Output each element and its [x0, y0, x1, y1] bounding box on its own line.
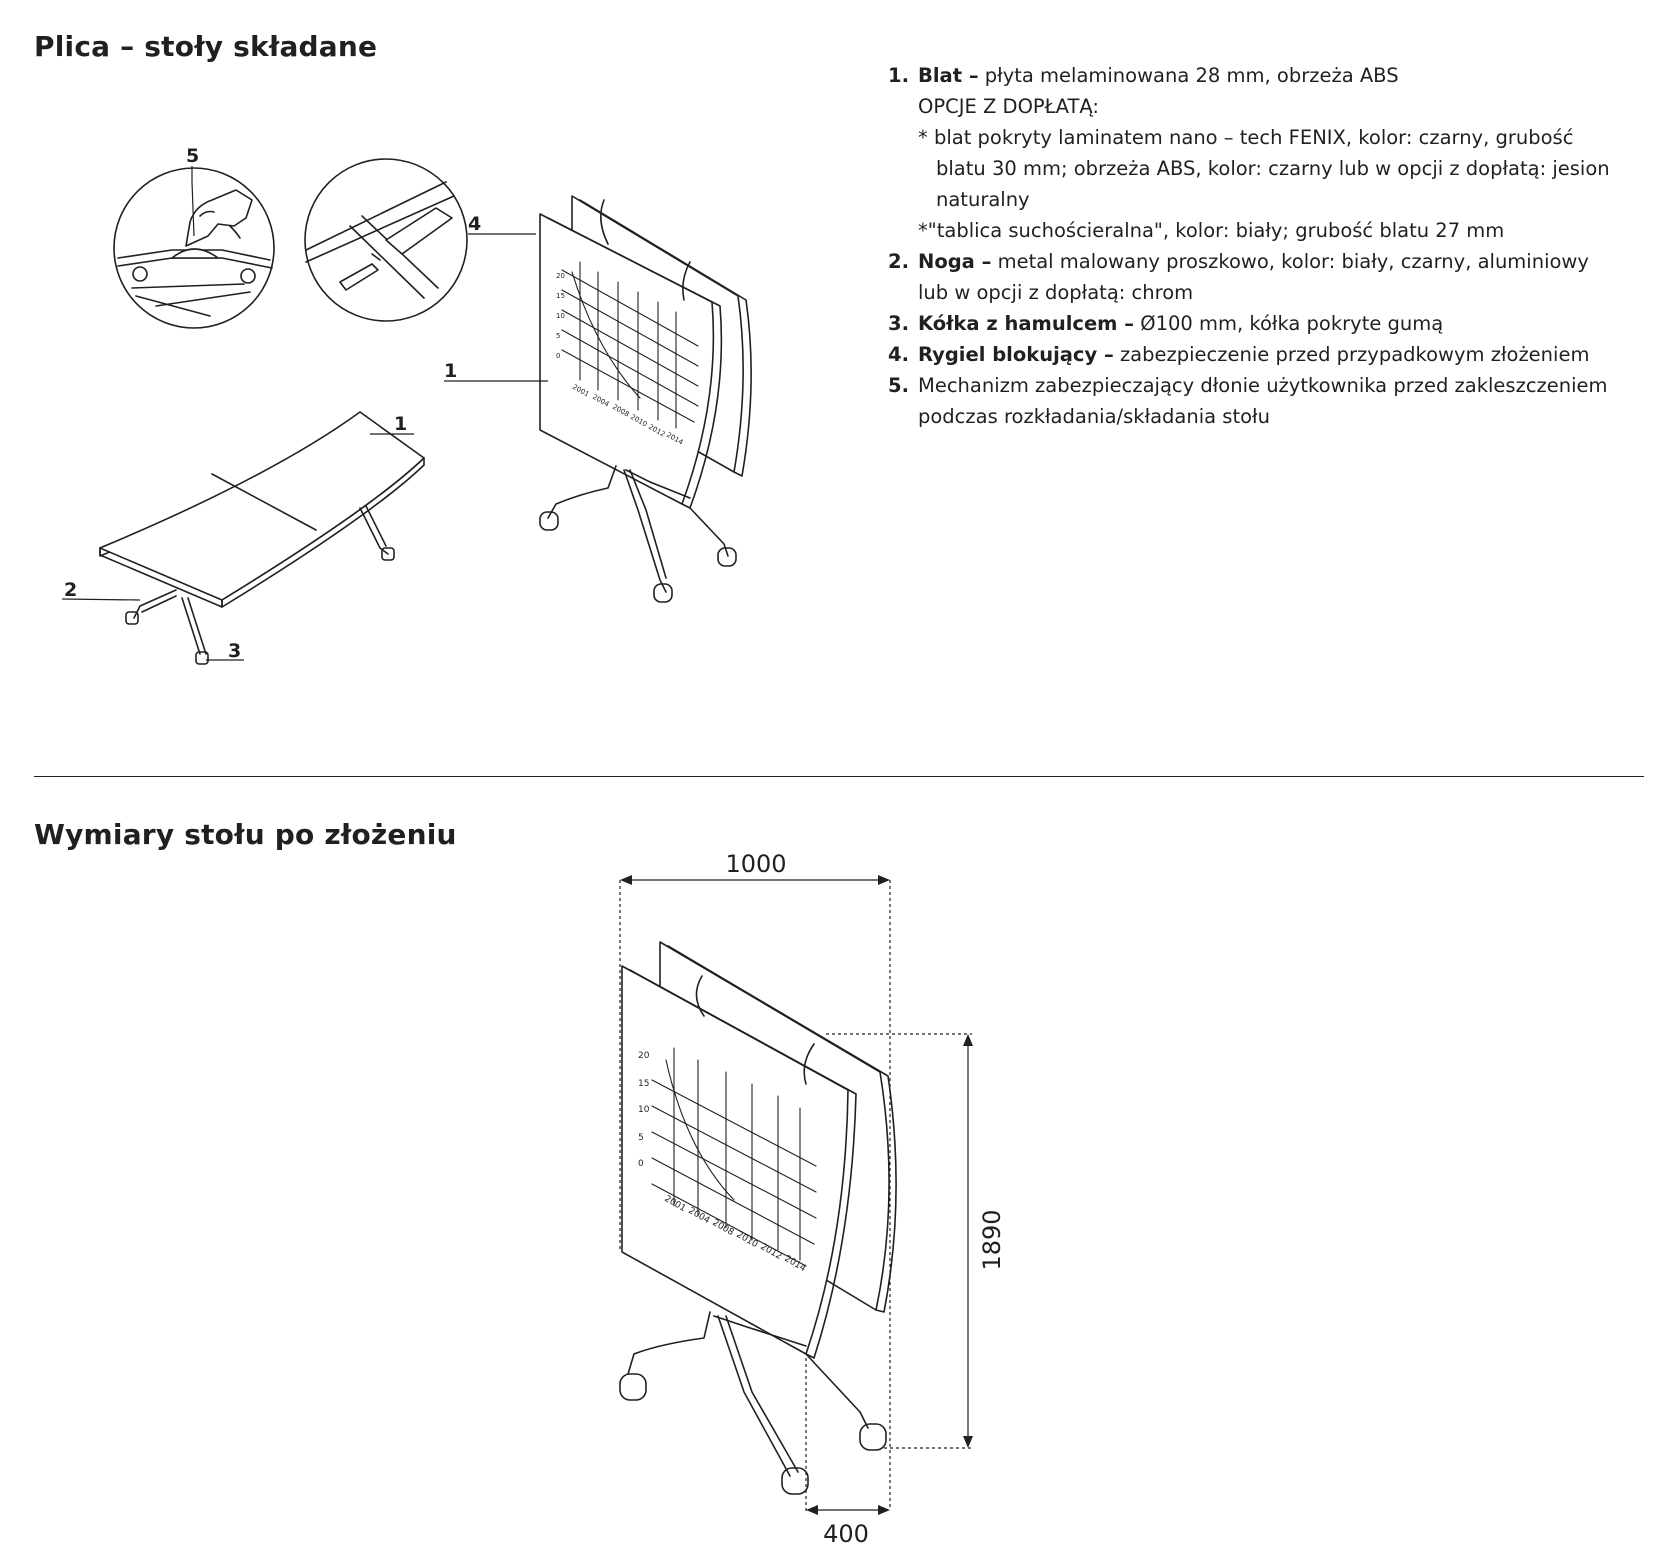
section-title-tables: Plica – stoły składane — [34, 30, 378, 63]
spec-item-1: 1. Blat – płyta melaminowana 28 mm, obrz… — [888, 64, 1399, 87]
callout-1: 1 — [444, 360, 457, 382]
callout-5-leader — [191, 166, 195, 237]
board-y-label: 15 — [638, 1079, 649, 1089]
board-y-label: 10 — [556, 312, 565, 320]
option-fenix-line2: blatu 30 mm; obrzeża ABS, kolor: czarny … — [936, 157, 1610, 180]
board-y-label: 5 — [556, 332, 560, 340]
detail-lock-illustration — [304, 158, 468, 322]
callout-2: 2 — [64, 579, 77, 601]
spec-item-5-cont: podczas rozkładania/składania stołu — [918, 405, 1270, 428]
option-whiteboard: *"tablica suchościeralna", kolor: biały;… — [918, 219, 1505, 242]
spec-item-4: 4. Rygiel blokujący – zabezpieczenie prz… — [888, 343, 1590, 366]
board-y-label: 20 — [638, 1051, 650, 1061]
callout-3: 3 — [228, 640, 241, 662]
options-header: OPCJE Z DOPŁATĄ: — [918, 95, 1099, 118]
board-y-label: 20 — [556, 272, 565, 280]
board-y-label: 5 — [638, 1133, 644, 1143]
spec-item-3: 3. Kółka z hamulcem – Ø100 mm, kółka pok… — [888, 312, 1444, 335]
board-y-label: 10 — [638, 1105, 650, 1115]
open-table-illustration — [99, 411, 425, 665]
dimension-height: 1890 — [978, 1209, 1006, 1270]
section-divider — [34, 776, 1644, 777]
callout-1-open-table: 1 — [394, 413, 407, 435]
option-fenix-line3: naturalny — [936, 188, 1030, 211]
callout-5: 5 — [186, 145, 199, 167]
detail-mechanism-illustration — [113, 167, 275, 329]
board-y-label: 0 — [556, 352, 560, 360]
callout-4: 4 — [468, 213, 481, 235]
dimension-depth: 400 — [823, 1520, 869, 1548]
folded-table-dimension-illustration — [619, 941, 897, 1495]
option-fenix-line1: * blat pokryty laminatem nano – tech FEN… — [918, 126, 1574, 149]
dimension-width: 1000 — [725, 850, 786, 878]
spec-item-2-cont: lub w opcji z dopłatą: chrom — [918, 281, 1194, 304]
spec-list: 1. Blat – płyta melaminowana 28 mm, obrz… — [888, 60, 1648, 432]
callout-2-leader — [61, 598, 141, 601]
board-y-label: 15 — [556, 292, 565, 300]
spec-item-5: 5. Mechanizm zabezpieczający dłonie użyt… — [888, 374, 1608, 397]
folded-table-illustration — [539, 195, 752, 603]
spec-item-2: 2. Noga – metal malowany proszkowo, kolo… — [888, 250, 1589, 273]
section-title-dimensions: Wymiary stołu po złożeniu — [34, 818, 457, 851]
board-y-label: 0 — [638, 1159, 644, 1169]
